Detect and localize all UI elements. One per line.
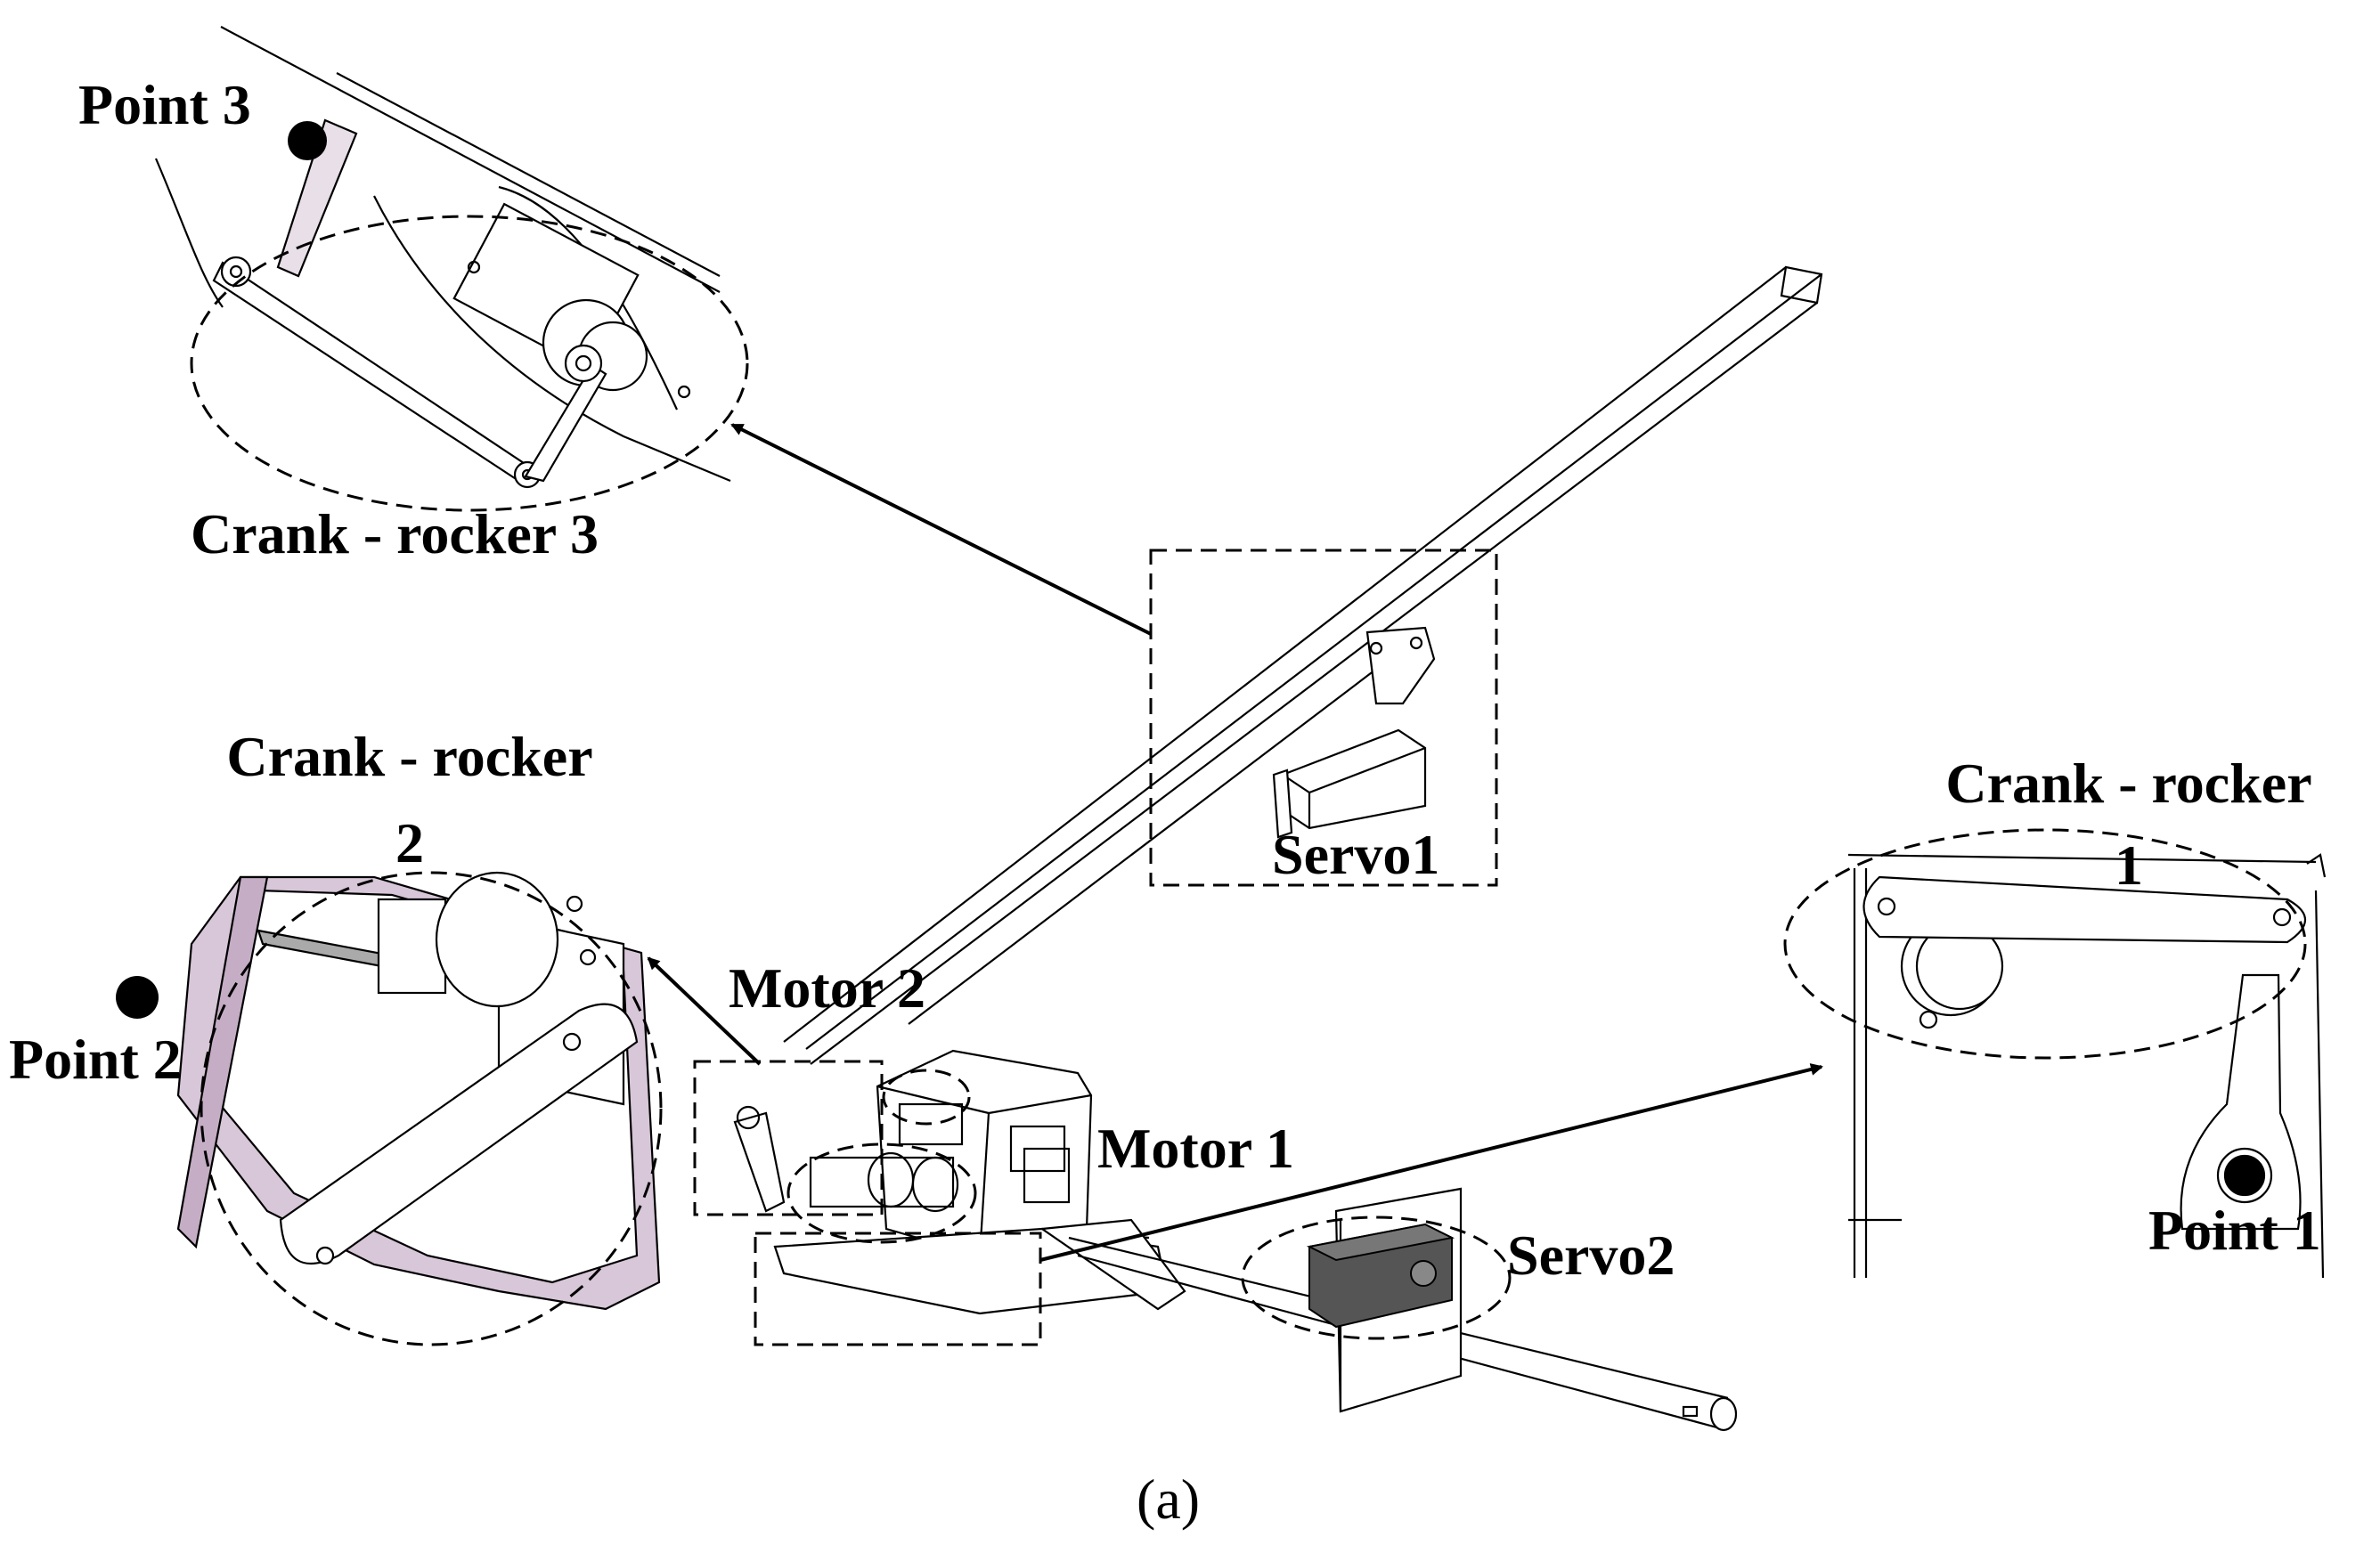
motor1-highlight-box bbox=[754, 1232, 1042, 1346]
servo1-label: Servo1 bbox=[1272, 823, 1440, 886]
servo2-highlight-ellipse bbox=[1241, 1216, 1512, 1340]
point3-marker bbox=[288, 121, 327, 160]
point3-label: Point 3 bbox=[78, 73, 251, 136]
detail1-highlight-ellipse bbox=[1783, 828, 2307, 1060]
detail-crank-rocker-3 bbox=[154, 26, 731, 489]
detail3-highlight-ellipse bbox=[190, 215, 749, 512]
main-highlights bbox=[693, 549, 1512, 1346]
servo2-label: Servo2 bbox=[1507, 1224, 1675, 1287]
servo1-part bbox=[1272, 626, 1436, 839]
crank-rocker-3-label: Crank - rocker 3 bbox=[191, 502, 599, 565]
base-frame bbox=[733, 1049, 1186, 1315]
servo1-highlight-box bbox=[1149, 549, 1498, 887]
point2-marker bbox=[116, 976, 159, 1019]
main-assembly bbox=[733, 265, 1823, 1432]
point1-label: Point 1 bbox=[2148, 1199, 2321, 1262]
motor2-label: Motor 2 bbox=[729, 956, 925, 1020]
long-arm bbox=[783, 265, 1823, 1065]
crank-rocker-1-label-line2: 1 bbox=[2115, 833, 2143, 897]
detail-crank-rocker-2 bbox=[176, 871, 661, 1311]
detail-crank-rocker-1 bbox=[1847, 853, 2327, 1279]
crank-rocker-1-label-line1: Crank - rocker bbox=[1945, 752, 2312, 815]
arrow-to-crank-rocker-2 bbox=[647, 956, 762, 1066]
motor2-highlight-box bbox=[693, 1060, 884, 1216]
motor1-label: Motor 1 bbox=[1097, 1117, 1294, 1180]
detail2-highlight-ellipse bbox=[200, 871, 663, 1346]
crank-rocker-2-label-line1: Crank - rocker bbox=[226, 725, 593, 788]
crank-rocker-2-label-line2: 2 bbox=[395, 811, 424, 874]
figure-caption: (a) bbox=[1137, 1468, 1201, 1531]
arrow-to-crank-rocker-1 bbox=[1039, 1063, 1823, 1262]
arrow-to-crank-rocker-3 bbox=[730, 423, 1152, 636]
servo2-body bbox=[1306, 1223, 1455, 1329]
point2-label: Point 2 bbox=[9, 1028, 182, 1091]
arrows bbox=[647, 423, 1823, 1262]
